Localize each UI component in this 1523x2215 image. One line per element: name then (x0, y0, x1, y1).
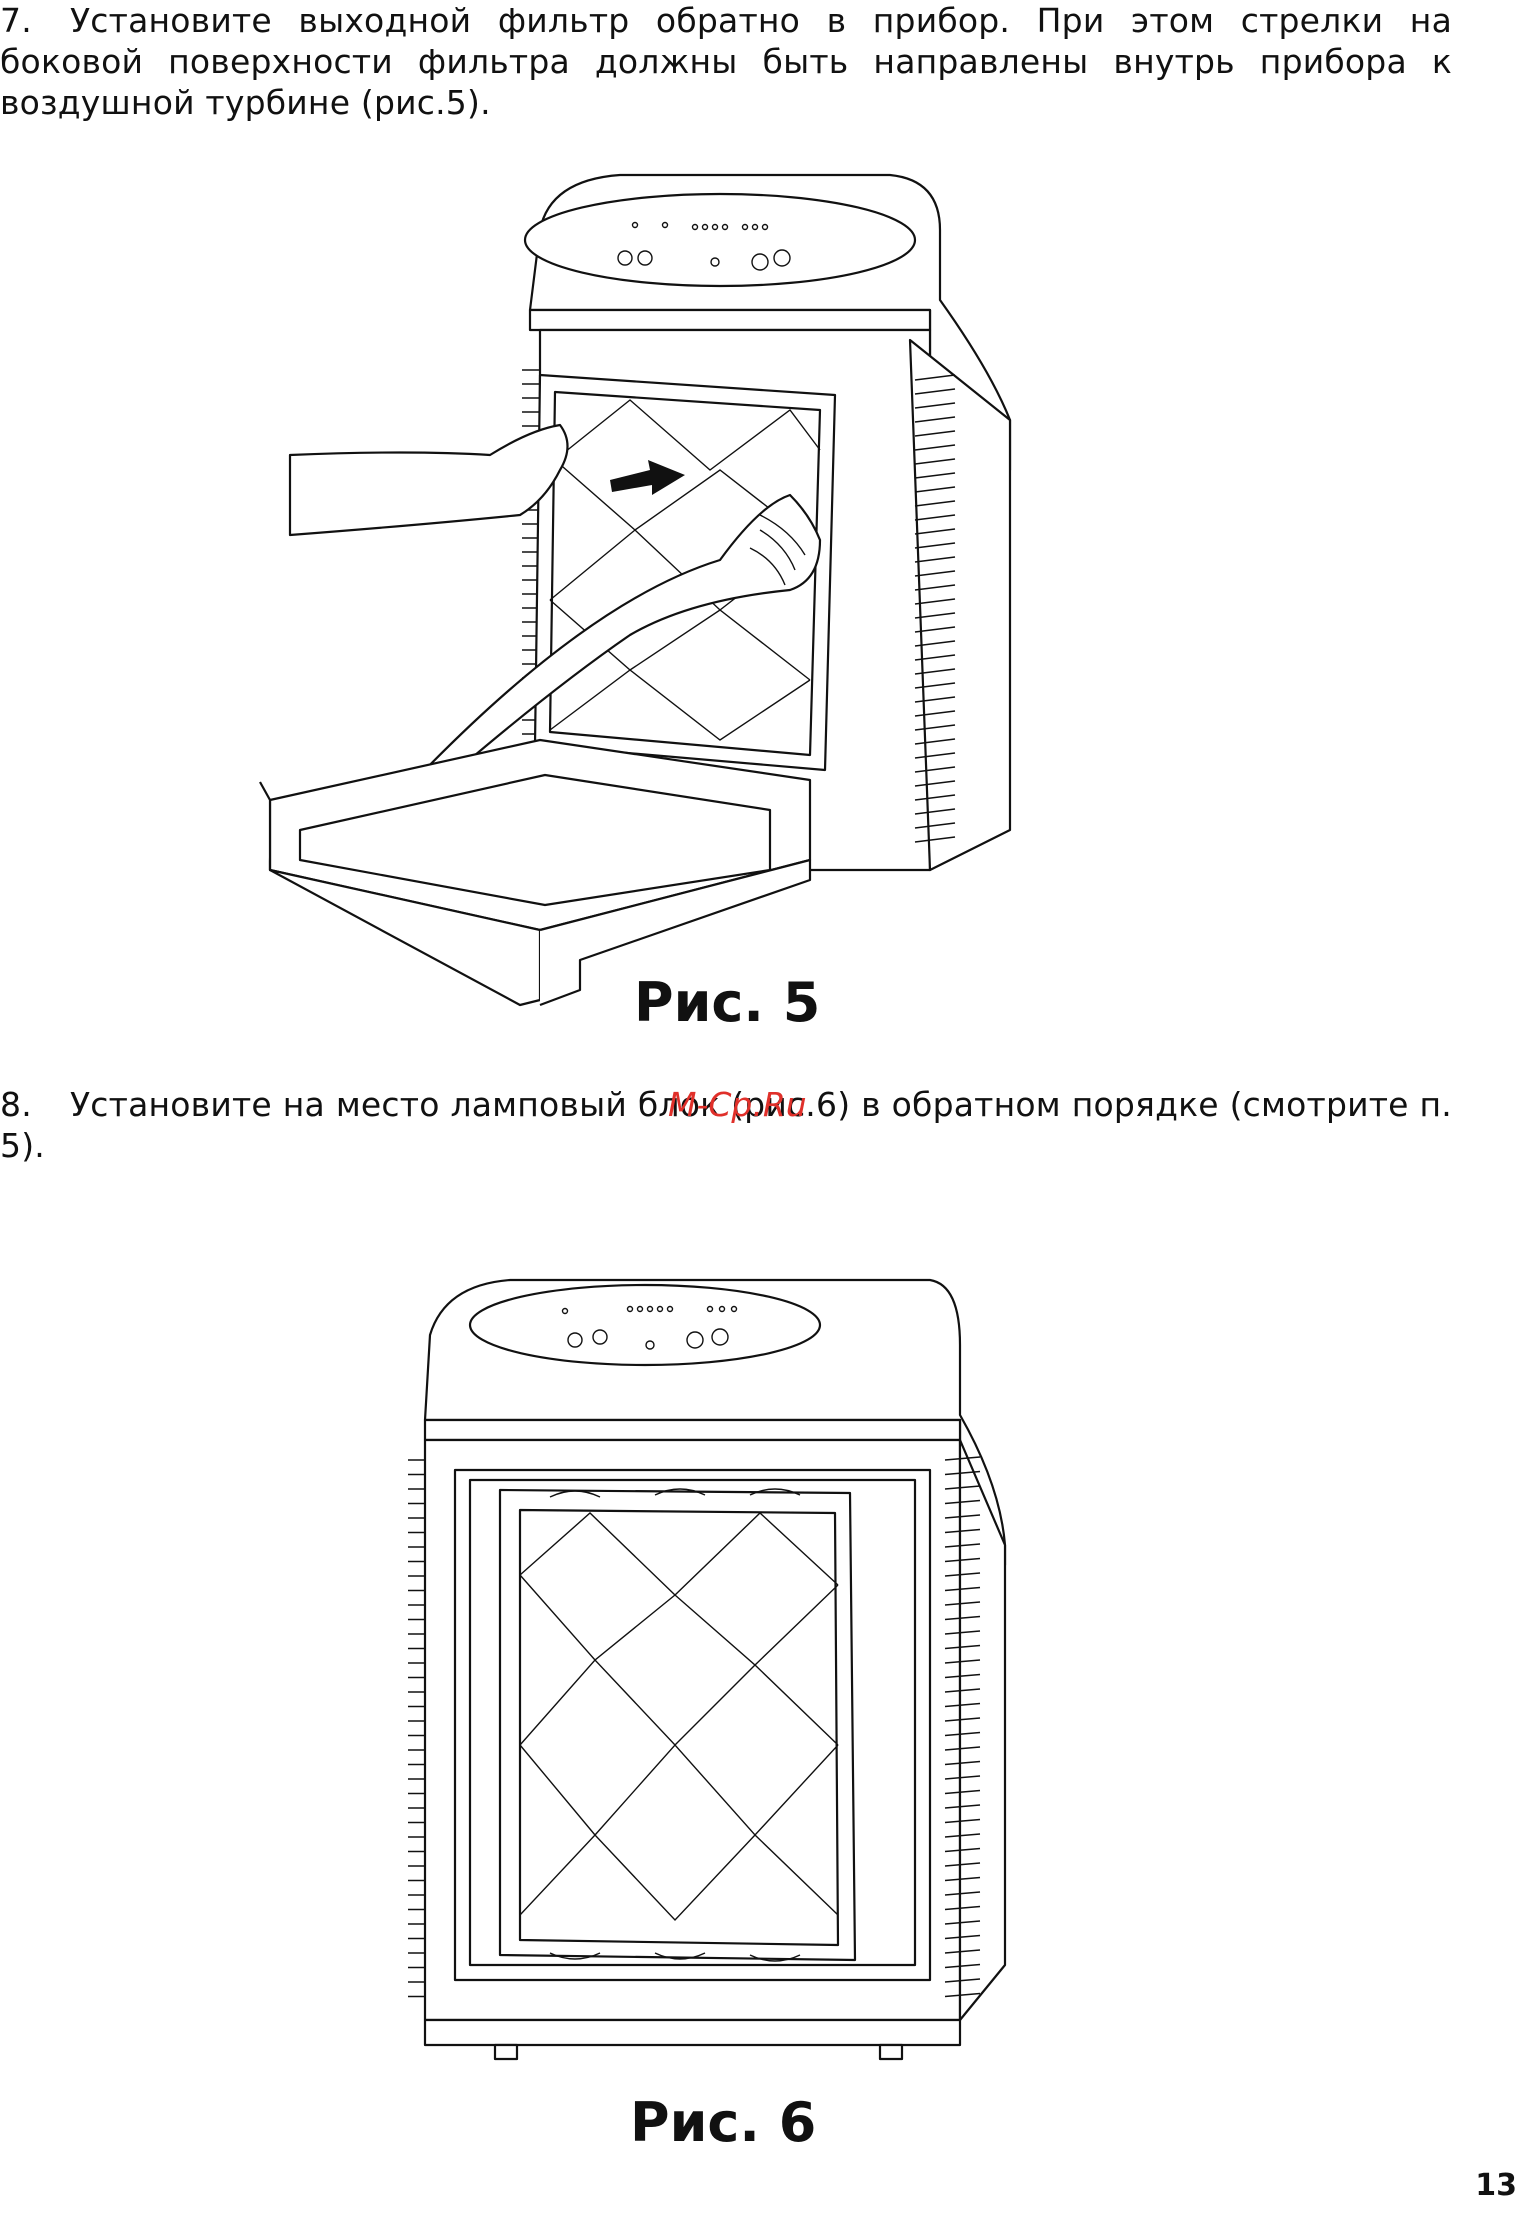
figure-5-illustration (290, 170, 1070, 1020)
step-7-number: 7. (0, 0, 70, 41)
figure-6-caption: Рис. 6 (630, 2093, 816, 2153)
figure-6-illustration (400, 1265, 1040, 2065)
figure-5-caption: Рис. 5 (634, 973, 820, 1033)
step-7-paragraph: 7.Установите выходной фильтр обратно в п… (0, 0, 1452, 123)
step-8-number: 8. (0, 1084, 70, 1125)
step-7-text: Установите выходной фильтр обратно в при… (0, 1, 1452, 122)
watermark-logo: M-Cp.Ru (668, 1084, 807, 1125)
page-number: 13 (1475, 2168, 1517, 2203)
